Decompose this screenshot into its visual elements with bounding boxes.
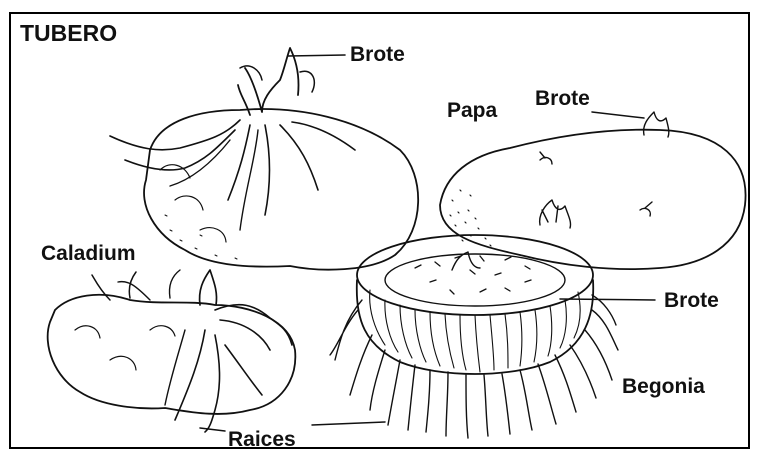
caladium-tuber-upper	[110, 48, 418, 270]
caladium-tuber-lower	[48, 270, 296, 432]
label-brote-caladium: Brote	[350, 44, 405, 65]
label-brote-begonia: Brote	[664, 290, 719, 311]
potato-tuber	[440, 112, 746, 269]
label-begonia: Begonia	[622, 376, 705, 397]
figure-title: TUBERO	[20, 22, 117, 45]
label-papa: Papa	[447, 100, 497, 121]
label-brote-papa: Brote	[535, 88, 590, 109]
label-caladium: Caladium	[41, 243, 136, 264]
begonia-tuber	[312, 235, 655, 438]
label-raices: Raices	[228, 429, 296, 450]
